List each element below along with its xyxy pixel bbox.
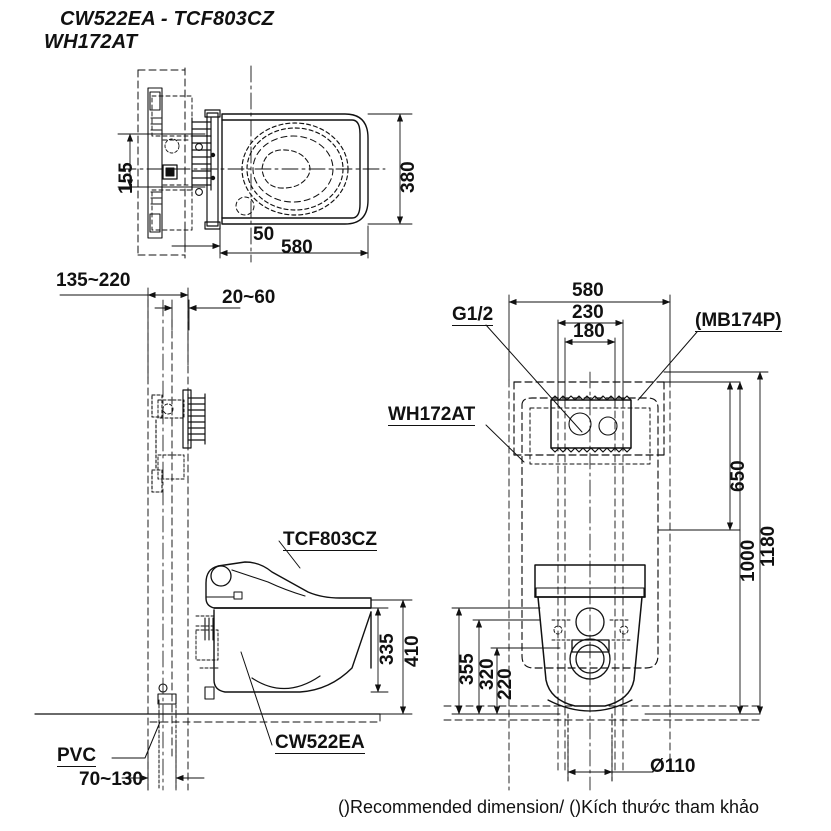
dim-side-view-335: 335 — [377, 633, 398, 665]
side-view-group — [34, 287, 413, 791]
dim-side-view-20-60: 20~60 — [222, 287, 276, 308]
dim-side-view-70-130: 70~130 — [79, 769, 143, 790]
label-tcf803cz: TCF803CZ — [283, 529, 377, 551]
label-pvc: PVC — [57, 745, 97, 767]
drawing-title-line-1: CW522EA - TCF803CZ — [60, 8, 275, 30]
dim-front-view-180: 180 — [573, 321, 605, 342]
dim-top-view-155: 155 — [116, 162, 137, 194]
footer-note: ()Recommended dimension/ ()Kích thước th… — [338, 797, 760, 817]
top-view-group — [117, 65, 413, 263]
dim-front-view-355: 355 — [457, 653, 478, 685]
dim-top-view-380: 380 — [398, 161, 419, 193]
label-cw522ea: CW522EA — [275, 732, 365, 754]
dim-front-view-230: 230 — [572, 302, 604, 323]
dim-side-view-135-220: 135~220 — [56, 270, 131, 291]
dim-front-view-1000: 1000 — [738, 539, 759, 582]
dim-side-view-410: 410 — [402, 635, 423, 667]
dim-top-view-50: 50 — [253, 224, 275, 245]
dim-front-view-220: 220 — [495, 668, 516, 700]
drawing-title-line-2: WH172AT — [44, 31, 138, 53]
dim-front-view-650: 650 — [728, 460, 749, 492]
dim-front-view-diameter-110: Ø110 — [650, 756, 696, 777]
dim-front-view-1180: 1180 — [758, 525, 779, 567]
front-view-group — [443, 294, 769, 791]
dim-front-view-580: 580 — [572, 280, 604, 301]
label-mb174p: (MB174P) — [695, 310, 782, 332]
dim-top-view-580: 580 — [281, 237, 313, 258]
label-g12: G1/2 — [452, 304, 494, 326]
label-wh172at: WH172AT — [388, 404, 476, 426]
